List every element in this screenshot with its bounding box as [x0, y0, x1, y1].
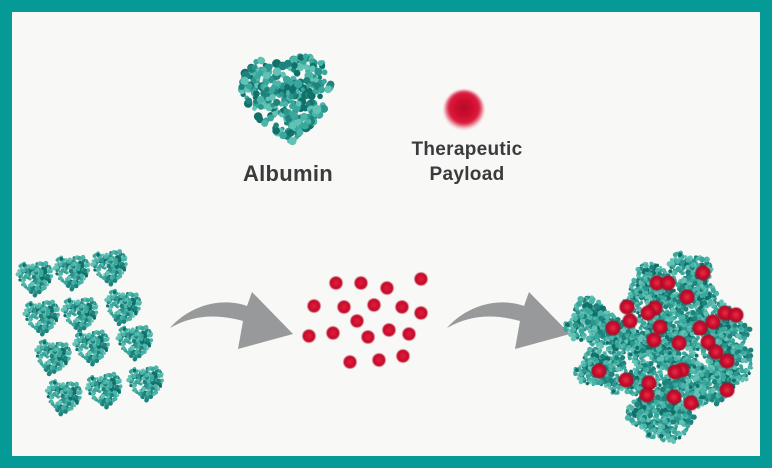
payload-dot: [708, 344, 724, 360]
payload-dot: [640, 305, 656, 321]
payload-dot: [414, 272, 428, 286]
payload-dot: [343, 355, 357, 369]
payload-dot: [326, 326, 340, 340]
nanoparticle-cluster: [557, 247, 767, 448]
payload-dot: [414, 306, 428, 320]
legend-payload-sphere: [444, 90, 484, 130]
payload-dot: [619, 299, 635, 315]
payload-label-line1: Therapeutic: [411, 139, 523, 160]
albumin-molecule: [88, 248, 130, 289]
payload-dot: [367, 298, 381, 312]
albumin-molecule: [41, 377, 84, 419]
payload-dot: [639, 387, 655, 403]
albumin-group: [15, 248, 166, 419]
payload-dot: [705, 314, 721, 330]
albumin-molecule: [52, 254, 91, 292]
payload-dot: [605, 320, 621, 336]
payload-dot: [719, 353, 735, 369]
payload-dot: [591, 363, 607, 379]
payload-dot: [719, 382, 735, 398]
payload-dot: [683, 395, 699, 411]
payload-dot: [695, 265, 711, 281]
payload-dot: [666, 389, 682, 405]
payload-dot: [350, 314, 364, 328]
albumin-molecule: [100, 287, 144, 330]
payload-dot: [622, 313, 638, 329]
payload-dot: [652, 319, 668, 335]
payload-dot: [671, 335, 687, 351]
payload-dot: [354, 276, 368, 290]
payload-dot: [382, 323, 396, 337]
payload-label-line2: Payload: [429, 164, 505, 185]
payload-dot: [641, 375, 657, 391]
albumin-molecule: [83, 370, 126, 413]
legend-albumin-molecule: [235, 50, 340, 150]
payload-dot: [380, 281, 394, 295]
payload-dot: [667, 364, 683, 380]
payload-dot: [396, 349, 410, 363]
curved-arrow-icon: [447, 292, 570, 349]
albumin-molecule: [21, 299, 62, 338]
payload-dot: [361, 330, 375, 344]
payload-dot: [728, 307, 744, 323]
albumin-molecule: [115, 324, 154, 362]
albumin-molecule: [15, 260, 54, 299]
payload-dot: [329, 276, 343, 290]
curved-arrow-icon: [170, 292, 293, 349]
payload-dot: [646, 332, 662, 348]
payload-dot: [679, 289, 695, 305]
payload-label: Therapeutic Payload: [367, 137, 567, 187]
albumin-molecule: [125, 364, 166, 404]
payload-dot: [395, 300, 409, 314]
payload-dot: [372, 353, 386, 367]
albumin-molecule: [60, 297, 99, 334]
payload-dot: [660, 275, 676, 291]
payload-group: [302, 272, 428, 369]
payload-dot: [649, 275, 665, 291]
payload-dot: [307, 299, 321, 313]
albumin-label: Albumin: [242, 161, 334, 186]
payload-dot: [337, 300, 351, 314]
albumin-molecule: [71, 328, 112, 368]
payload-dot: [618, 372, 634, 388]
payload-dot: [692, 320, 708, 336]
payload-dot: [402, 327, 416, 341]
payload-dot: [302, 329, 316, 343]
albumin-molecule: [30, 337, 74, 380]
payload-dot: [700, 334, 716, 350]
